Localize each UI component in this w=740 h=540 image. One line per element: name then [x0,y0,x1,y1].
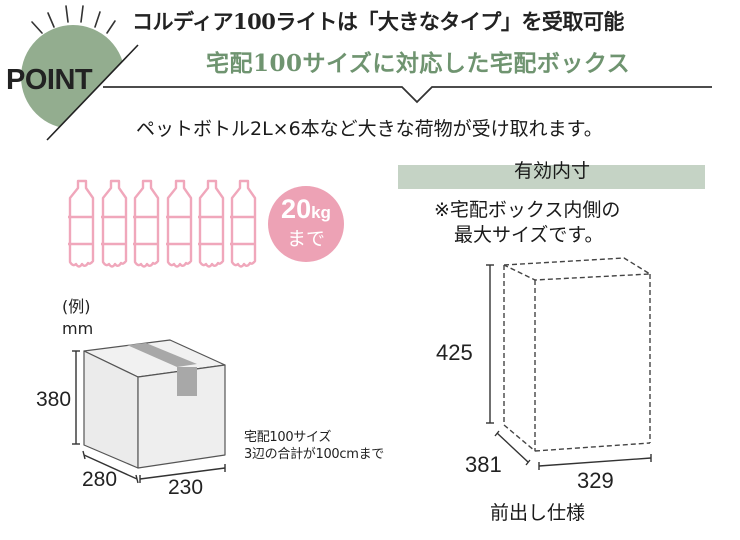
point-badge-label: POINT [6,64,93,96]
weight-limit-badge: 20kg まで [268,186,344,262]
size-note-line1: 宅配100サイズ [244,430,332,445]
subheadline: 宅配100サイズに対応した宅配ボックス [206,50,631,77]
section-title: 有効内寸 [513,160,590,182]
point-badge-icon [21,5,140,141]
weight-unit: kg [311,203,331,222]
example-label: (例) mm [62,296,93,340]
weight-suffix: まで [286,228,325,250]
inner-depth: 381 [465,452,502,477]
weight-value: 20kg [268,194,344,228]
lead-text: ペットボトル2L×6本など大きな荷物が受け取れます。 [136,118,603,140]
inner-size-note-line1: ※宅配ボックス内側の [434,199,621,221]
headline: コルディア100ライトは「大きなタイプ」を受取可能 [132,9,624,34]
inner-width: 329 [577,468,614,493]
inner-box-outline-icon [503,257,653,452]
spec-caption: 前出し仕様 [490,502,586,524]
example-height: 380 [36,388,72,411]
example-label-title: (例) [62,297,91,316]
cardboard-box-icon [83,339,226,469]
inner-height: 425 [436,340,473,365]
example-width: 230 [168,476,204,499]
size-note: 宅配100サイズ 3辺の合計が100cmまで [244,429,384,463]
inner-size-note: ※宅配ボックス内側の 最大サイズです。 [434,198,620,248]
size-note-line2: 3辺の合計が100cmまで [244,447,384,462]
divider-line [103,86,712,104]
inner-size-note-line2: 最大サイズです。 [454,224,604,246]
example-depth: 280 [82,468,118,491]
example-label-unit: mm [62,319,94,338]
inner-dimension-lines [486,264,652,470]
section-title-bar [398,165,705,189]
example-dimension-lines [72,350,226,484]
bottles-icon [68,179,257,268]
weight-number: 20 [281,194,312,224]
